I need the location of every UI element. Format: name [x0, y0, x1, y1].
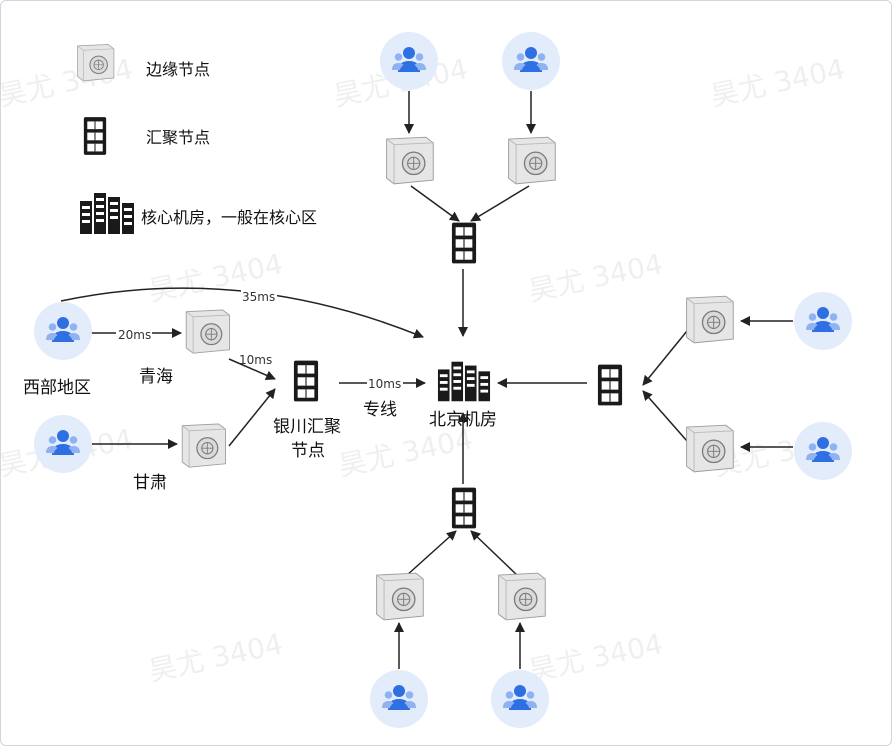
arrow [405, 530, 457, 577]
label-yinchuan-line1: 银川汇聚 [273, 417, 341, 437]
aggregation-node-icon [597, 363, 623, 407]
latency-west-to-qinghai: 20ms [118, 328, 151, 342]
label-dedicated-line: 专线 [363, 400, 397, 420]
label-yinchuan-line2: 节点 [291, 441, 325, 461]
edge-node-qinghai-icon [185, 309, 231, 354]
arrow-gansu-to-yinchuan [228, 388, 276, 447]
latency-yinchuan-to-beijing: 10ms [368, 377, 401, 391]
edge-node-icon [77, 43, 115, 82]
user-group-icon [34, 302, 92, 360]
user-group-icon [794, 292, 852, 350]
core-datacenter-beijing-icon [437, 361, 491, 402]
label-qinghai: 青海 [139, 367, 173, 387]
user-group-icon [491, 670, 549, 728]
watermark: 昊尤 3404 [526, 627, 666, 688]
arrow [470, 185, 530, 222]
edge-node-icon [685, 295, 734, 344]
arrow [470, 530, 519, 577]
watermark: 昊尤 3404 [146, 627, 286, 688]
label-west-region: 西部地区 [23, 378, 91, 398]
watermark: 昊尤 3404 [708, 52, 848, 113]
watermark: 昊尤 3404 [1, 52, 136, 113]
node-labels: 西部地区 青海 甘肃 银川汇聚 节点 专线 北京机房 [23, 367, 497, 493]
aggregation-node-icon [451, 221, 477, 265]
aggregation-node-icon [451, 486, 477, 530]
arrow [410, 185, 460, 222]
edge-node-icon [507, 136, 556, 185]
latency-west-to-beijing: 35ms [242, 290, 275, 304]
edge-node-icon [685, 424, 734, 473]
latency-qinghai-to-yinchuan: 10ms [239, 353, 272, 367]
aggregation-node-yinchuan-icon [293, 359, 319, 403]
arrow [642, 390, 688, 442]
legend-core-label: 核心机房，一般在核心区 [141, 208, 317, 227]
edge-node-gansu-icon [181, 423, 227, 468]
user-group-icon [370, 670, 428, 728]
user-group-icon [380, 32, 438, 90]
core-datacenter-icon [80, 193, 134, 234]
watermark: 昊尤 3404 [336, 422, 476, 483]
legend: 边缘节点 汇聚节点 核心机房，一般在核心区 [77, 43, 317, 234]
edge-node-icon [497, 572, 546, 621]
latency-labels: 35ms 20ms 10ms 10ms [116, 288, 403, 391]
user-group-icon [34, 415, 92, 473]
arrow [642, 330, 688, 386]
edge-node-icon [385, 136, 434, 185]
legend-aggregation-label: 汇聚节点 [146, 128, 210, 147]
aggregation-node-icon [83, 116, 107, 156]
user-group-icon [502, 32, 560, 90]
label-beijing: 北京机房 [429, 410, 497, 430]
arrow-qinghai-to-yinchuan [228, 358, 276, 380]
user-group-icon [794, 422, 852, 480]
label-gansu: 甘肃 [133, 473, 167, 493]
legend-edge-label: 边缘节点 [146, 60, 210, 79]
edge-node-icon [375, 572, 424, 621]
watermark: 昊尤 3404 [526, 247, 666, 308]
